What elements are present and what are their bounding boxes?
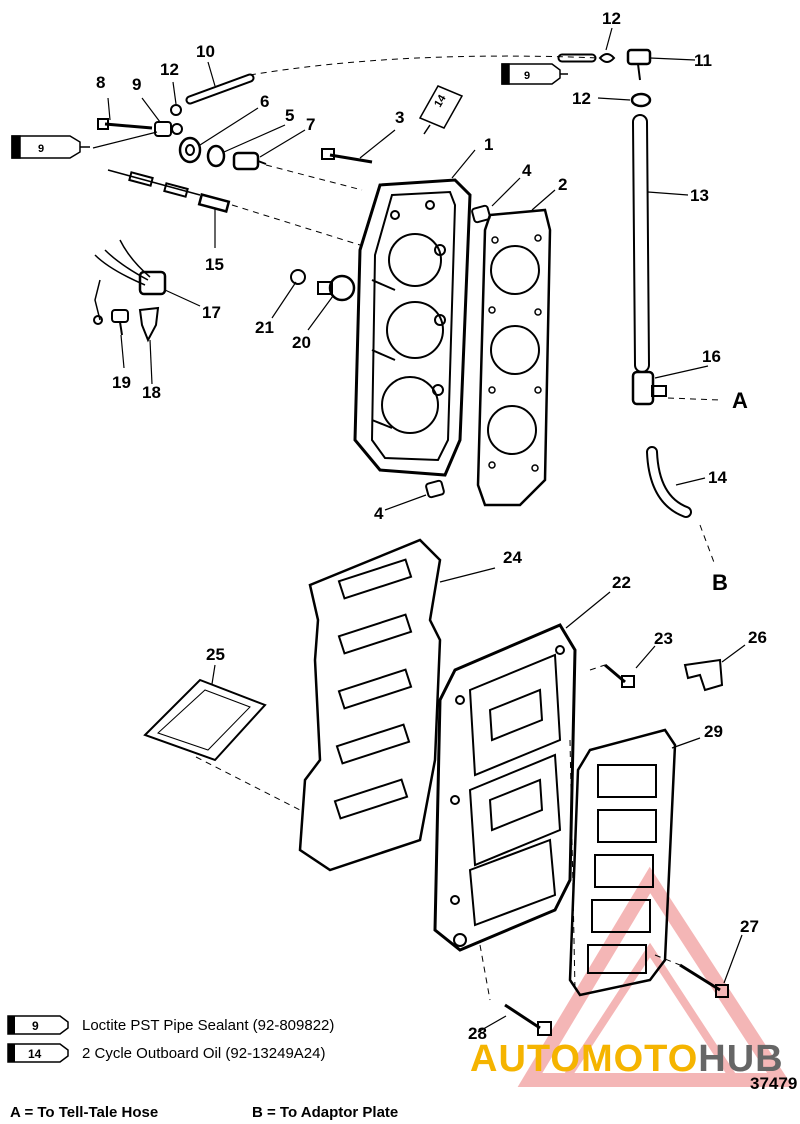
- callout-11: 11: [694, 51, 712, 70]
- sender-20: [317, 274, 356, 302]
- callout-5: 5: [285, 106, 294, 125]
- gasket-29: [568, 728, 677, 997]
- callout-19: 19: [112, 373, 131, 392]
- figure-number: 37479: [750, 1074, 798, 1093]
- legend-tube-number: 14: [28, 1047, 42, 1061]
- callout-18: 18: [142, 383, 161, 402]
- callout-23: 23: [654, 629, 673, 648]
- gasket-kit-25: [143, 678, 267, 762]
- clamp-12-top: [598, 53, 616, 63]
- callout-12-mid: 12: [572, 89, 591, 108]
- callout-6: 6: [260, 92, 269, 111]
- callout-15: 15: [205, 255, 224, 274]
- callout-28: 28: [468, 1024, 487, 1043]
- wiring-harness: [93, 239, 167, 325]
- callout-7: 7: [306, 115, 315, 134]
- callout-2: 2: [558, 175, 567, 194]
- callout-21: 21: [255, 318, 274, 337]
- watermark-logo: AUTOMOTOHUB: [470, 1038, 784, 1080]
- callout-1: 1: [484, 135, 493, 154]
- callout-26: 26: [748, 628, 767, 647]
- clamp-12-left: [170, 104, 182, 116]
- reed-housing-22: [433, 623, 577, 952]
- bracket-26: [683, 658, 724, 692]
- cylinder-gasket: [476, 208, 552, 507]
- note-b: B = To Adaptor Plate: [252, 1104, 399, 1121]
- bolt-3: [321, 148, 373, 164]
- callout-25: 25: [206, 645, 225, 664]
- hose-10: [185, 73, 255, 105]
- callout-9: 9: [132, 75, 141, 94]
- dowel-pin-top: [471, 204, 491, 224]
- elbow-hose-14: [646, 446, 692, 518]
- bolt-28: [504, 1003, 552, 1036]
- tube-label-9-right: 9: [524, 70, 530, 82]
- callout-14: 14: [708, 468, 727, 487]
- note-a: A = To Tell-Tale Hose: [10, 1104, 159, 1121]
- callout-13: 13: [690, 186, 709, 205]
- legend-tube-number: 9: [32, 1019, 39, 1033]
- sealant-tube-left: [11, 135, 90, 159]
- watermark-triangle: [517, 866, 793, 1087]
- callout-20: 20: [292, 333, 311, 352]
- callout-12-top: 12: [602, 9, 621, 28]
- legend-row-sealant: 9 Loctite PST Pipe Sealant (92-809822): [6, 1012, 334, 1038]
- callout-12-left: 12: [160, 60, 179, 79]
- fitting-9: [154, 121, 183, 137]
- callout-27: 27: [740, 917, 759, 936]
- callout-16: 16: [702, 347, 721, 366]
- callout-24: 24: [503, 548, 522, 567]
- reference-a: A: [732, 388, 748, 413]
- bolt-27: [679, 963, 729, 998]
- callout-4-bottom: 4: [374, 504, 384, 523]
- sealant-tube-icon: 9: [6, 1015, 72, 1035]
- washer-21: [290, 269, 306, 285]
- leader-lines: [92, 27, 746, 1033]
- clip-18: [138, 306, 160, 343]
- tube-label-9-left: 9: [38, 143, 44, 155]
- legend-row-oil: 14 2 Cycle Outboard Oil (92-13249A24): [6, 1040, 325, 1066]
- alignment-lines: [195, 55, 721, 1001]
- oil-tube-icon: 14: [6, 1043, 72, 1063]
- oil-tube-top: [418, 85, 464, 135]
- callout-labels: 1 2 3 4 4 5 6 7 8 9 10 11 12 12 12 13 14…: [96, 9, 767, 1043]
- dowel-pin-bottom: [425, 479, 445, 499]
- screw-19: [111, 309, 129, 336]
- tube-label-14: 14: [432, 92, 449, 109]
- clamp-12-mid: [630, 92, 652, 108]
- callout-22: 22: [612, 573, 631, 592]
- grommet-5: [206, 144, 226, 168]
- callout-3: 3: [395, 108, 404, 127]
- cylinder-block: [353, 178, 472, 477]
- callout-17: 17: [202, 303, 221, 322]
- bolt-8: [97, 118, 153, 130]
- callout-10: 10: [196, 42, 215, 61]
- hose-13: [632, 114, 650, 373]
- fitting-11: [626, 48, 652, 81]
- temperature-sensor: [107, 169, 231, 213]
- gasket-24: [298, 538, 442, 872]
- sealant-tube-right: [501, 63, 568, 85]
- thermostat-cover: [178, 136, 202, 164]
- reference-b: B: [712, 570, 728, 595]
- bolt-23: [604, 663, 635, 688]
- legend-sealant-text: Loctite PST Pipe Sealant (92-809822): [82, 1016, 335, 1034]
- thermostat-7: [232, 151, 267, 171]
- callout-29: 29: [704, 722, 723, 741]
- callout-8: 8: [96, 73, 105, 92]
- legend-oil-text: 2 Cycle Outboard Oil (92-13249A24): [82, 1044, 326, 1062]
- tee-fitting-16: [631, 370, 667, 406]
- callout-4-top: 4: [522, 161, 532, 180]
